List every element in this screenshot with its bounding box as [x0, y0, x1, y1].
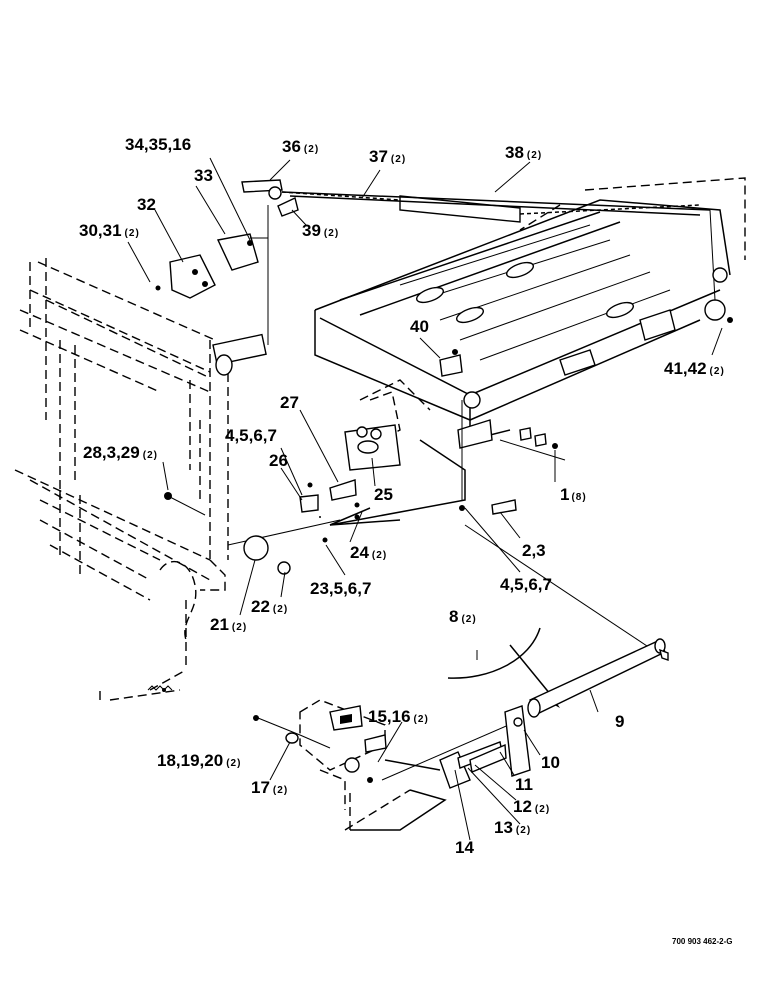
- shaft-assembly: [447, 627, 669, 718]
- callout-27: 27: [280, 393, 299, 412]
- callout-15-16: 15,16(2): [368, 707, 429, 726]
- callout-4-5-6-7-lower: 4,5,6,7: [500, 575, 552, 594]
- left-frame-structure: [14, 258, 267, 701]
- callout-38: 38(2): [505, 143, 542, 162]
- callout-23-5-6-7: 23,5,6,7: [310, 579, 371, 598]
- callout-12: 12(2): [513, 797, 550, 816]
- callout-22: 22(2): [251, 597, 288, 616]
- callout-32: 32: [137, 195, 156, 214]
- callout-11: 11: [515, 775, 533, 794]
- callout-36: 36(2): [282, 137, 319, 156]
- callout-28-3-29: 28,3,29(2): [83, 443, 158, 462]
- figure-code: 700 903 462-2-G: [672, 937, 733, 946]
- leader-lines: [127, 157, 723, 841]
- callout-41-42: 41,42(2): [664, 359, 725, 378]
- chain-and-spring-assembly: [241, 179, 716, 301]
- callout-17: 17(2): [251, 778, 288, 797]
- callout-2-3: 2,3: [522, 541, 546, 560]
- callout-30-31: 30,31(2): [79, 221, 140, 240]
- callout-25: 25: [374, 485, 393, 504]
- bracket-assembly: [155, 205, 269, 345]
- callout-40: 40: [410, 317, 429, 336]
- callout-10: 10: [541, 753, 560, 772]
- callout-13: 13(2): [494, 818, 531, 837]
- conveyor-deck: [314, 177, 746, 449]
- callout-34-35-16: 34,35,16: [125, 135, 191, 154]
- callout-39: 39(2): [302, 221, 339, 240]
- callout-18-19-20: 18,19,20(2): [157, 751, 241, 770]
- callout-26: 26: [269, 451, 288, 470]
- callout-21: 21(2): [210, 615, 247, 634]
- callout-24: 24(2): [350, 543, 387, 562]
- callout-9: 9: [615, 712, 624, 731]
- callout-4-5-6-7-upper: 4,5,6,7: [225, 426, 277, 445]
- center-hardware: [164, 391, 651, 649]
- callout-33: 33: [194, 166, 213, 185]
- callout-14: 14: [455, 838, 474, 857]
- callout-8: 8(2): [449, 607, 477, 626]
- callout-37: 37(2): [369, 147, 406, 166]
- callout-1: 1(8): [560, 485, 587, 504]
- part-labels: 34,35,16 36(2) 37(2) 38(2) 33 32 30,31(2…: [79, 135, 725, 857]
